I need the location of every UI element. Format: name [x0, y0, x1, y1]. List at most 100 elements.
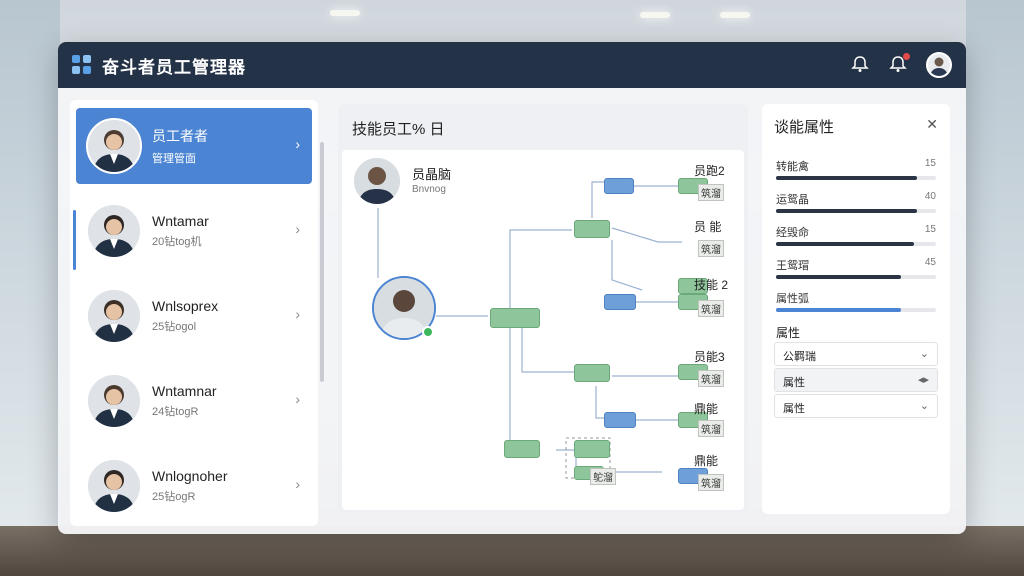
attribute-value: 15 — [924, 224, 936, 235]
employee-list-item[interactable]: Wntamnar 24钻togR › — [76, 363, 312, 439]
top-bar: 奋斗者员工管理器 — [58, 42, 966, 88]
online-status-dot — [422, 326, 434, 338]
skill-label: 技能 2 — [694, 278, 729, 292]
skill-label: 员跑2 — [694, 164, 725, 178]
select-value: 公羁瑞 — [783, 351, 816, 363]
employee-list-item[interactable]: Wntamar 20钻tog机 › — [76, 193, 312, 269]
background-floor — [0, 526, 1024, 576]
skill-node-selected[interactable] — [604, 294, 636, 310]
attribute-label: 运鸳晶 — [776, 194, 809, 206]
attribute-bar[interactable] — [776, 209, 936, 213]
skill-node[interactable] — [490, 308, 540, 328]
attribute-value: 45 — [924, 257, 936, 268]
attribute-row: 属性弧 — [776, 290, 936, 312]
attribute-value: 40 — [924, 191, 936, 202]
attribute-row: 运鸳晶 40 — [776, 191, 936, 213]
skill-node-selected[interactable] — [604, 412, 636, 428]
skill-node-selected[interactable] — [604, 178, 634, 194]
skill-label: 鼎能 — [694, 402, 719, 416]
skill-node[interactable] — [574, 220, 610, 238]
property-select[interactable]: 属性 ◂▸ — [774, 368, 938, 392]
skill-tag: 筑溜 — [698, 300, 724, 317]
employee-name: Wnlsoprex — [152, 298, 219, 314]
properties-section-label: 属性 — [776, 326, 801, 340]
employee-subtitle: 24钻togR — [152, 406, 199, 418]
property-select[interactable]: 属性 ⌄ — [774, 394, 938, 418]
employee-name: Wntamnar — [152, 383, 217, 399]
bell-icon[interactable] — [850, 55, 870, 75]
root-avatar — [352, 156, 402, 206]
employee-list-item[interactable]: 员工者者管理管面› — [76, 108, 312, 184]
employee-subtitle: 管理管面 — [152, 153, 196, 165]
attribute-bar[interactable] — [776, 176, 936, 180]
root-sub: Bnvnog — [412, 184, 446, 195]
employee-name: Wntamar — [152, 213, 209, 229]
skill-graph-panel: 技能员工% 日 — [338, 104, 748, 514]
attribute-label: 经毁命 — [776, 227, 809, 239]
employee-avatar — [86, 118, 142, 174]
app-logo-icon — [72, 55, 92, 75]
chevron-down-icon: ◂▸ — [917, 374, 929, 386]
attribute-label: 属性弧 — [776, 293, 809, 305]
employee-avatar — [86, 203, 142, 259]
skill-node[interactable] — [574, 440, 610, 458]
notification-icon[interactable] — [888, 53, 910, 75]
employee-avatar — [86, 288, 142, 344]
chevron-right-icon: › — [295, 476, 300, 492]
skill-label: 鼎能 — [694, 454, 719, 468]
list-scrollbar[interactable] — [320, 142, 324, 382]
root-name: 员晶脑 — [412, 167, 452, 182]
property-select[interactable]: 公羁瑞 ⌄ — [774, 342, 938, 366]
attribute-row: 转能禽 15 — [776, 158, 936, 180]
attribute-bar[interactable] — [776, 275, 936, 279]
employee-avatar — [86, 373, 142, 429]
skill-tag: 筑溜 — [698, 474, 724, 491]
ceiling-light — [640, 12, 670, 18]
skill-tag: 筑溜 — [698, 240, 724, 257]
ceiling-light — [330, 10, 360, 16]
attribute-bar[interactable] — [776, 308, 936, 312]
skill-node[interactable] — [574, 364, 610, 382]
attribute-label: 王鸳瑁 — [776, 260, 809, 272]
properties-title: 谈能属性 — [774, 119, 835, 136]
close-icon[interactable]: ✕ — [926, 116, 938, 132]
skill-label: 员能3 — [694, 350, 725, 364]
chevron-right-icon: › — [295, 221, 300, 237]
chevron-right-icon: › — [295, 306, 300, 322]
employee-avatar — [86, 458, 142, 514]
skill-tag: 鸵溜 — [590, 468, 616, 485]
attribute-label: 转能禽 — [776, 161, 809, 173]
attribute-value: 15 — [924, 158, 936, 169]
background-window — [966, 0, 1024, 576]
skill-tag: 筑溜 — [698, 370, 724, 387]
notification-badge — [903, 53, 910, 60]
employee-name: 员工者者 — [152, 128, 208, 144]
list-scroll-indicator[interactable] — [73, 210, 76, 270]
background-window — [0, 0, 60, 576]
skill-tag: 筑溜 — [698, 420, 724, 437]
chevron-right-icon: › — [295, 391, 300, 407]
select-value: 属性 — [783, 403, 805, 415]
employee-subtitle: 25钻ogR — [152, 491, 196, 503]
skill-node[interactable] — [504, 440, 540, 458]
user-avatar[interactable] — [926, 52, 952, 78]
select-value: 属性 — [783, 377, 805, 389]
skill-graph-title: 技能员工% 日 — [352, 121, 445, 138]
attribute-row: 经毁命 15 — [776, 224, 936, 246]
skill-node[interactable] — [678, 278, 708, 294]
chevron-down-icon: ⌄ — [919, 400, 929, 412]
employee-name: Wnlognoher — [152, 468, 228, 484]
app-title: 奋斗者员工管理器 — [102, 57, 246, 77]
skill-tag: 筑溜 — [698, 184, 724, 201]
attribute-row: 王鸳瑁 45 — [776, 257, 936, 279]
employee-subtitle: 20钻tog机 — [152, 236, 202, 248]
attribute-bar[interactable] — [776, 242, 936, 246]
skill-label: 员 能 — [694, 220, 722, 234]
chevron-down-icon: ⌄ — [919, 348, 929, 360]
employee-list-item[interactable]: Wnlognoher 25钻ogR › — [76, 448, 312, 524]
